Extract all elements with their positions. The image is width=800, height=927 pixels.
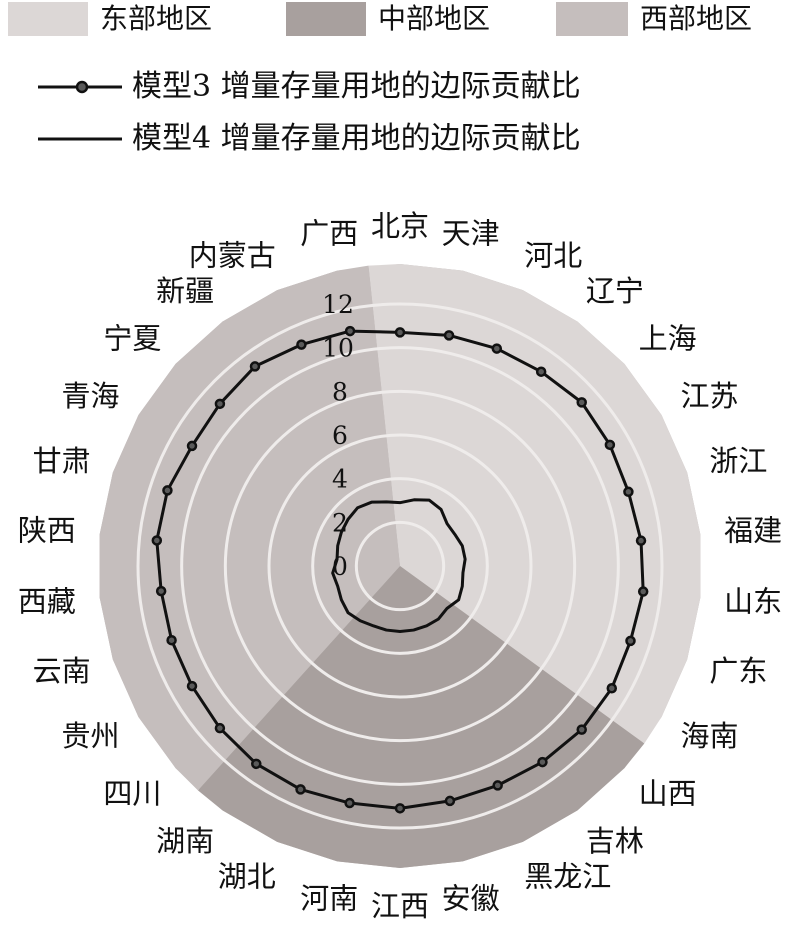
category-label: 安徽 (442, 882, 500, 916)
category-label: 北京 (371, 209, 429, 243)
category-label: 黑龙江 (524, 860, 611, 894)
series-point-model3 (295, 784, 306, 795)
category-label: 云南 (33, 654, 91, 688)
category-label: 上海 (639, 321, 697, 355)
category-label: 青海 (62, 379, 120, 413)
region-legend: 东部地区 中部地区 西部地区 (0, 0, 800, 40)
category-label: 河南 (300, 882, 358, 916)
series-point-model3 (394, 803, 406, 814)
series-point-model3 (344, 797, 355, 809)
series-point-model3 (491, 343, 503, 354)
radial-tick-label: 2 (332, 508, 348, 537)
category-label: 广西 (300, 216, 358, 250)
series-point-model3 (637, 586, 649, 597)
series-point-model3 (251, 758, 262, 770)
radial-tick-label: 8 (332, 377, 348, 406)
series-point-model3 (186, 680, 198, 692)
category-label: 山东 (724, 585, 782, 619)
category-label: 广东 (709, 654, 767, 688)
category-label: 浙江 (709, 444, 767, 478)
radial-gridline (136, 302, 664, 830)
legend-item-model4: 模型4 增量存量用地的边际贡献比 (0, 114, 800, 164)
series-point-model3 (576, 724, 587, 735)
category-label: 宁夏 (103, 321, 161, 355)
series-point-model3 (166, 634, 177, 646)
legend-swatch-east (8, 2, 88, 36)
category-label: 内蒙古 (189, 238, 276, 272)
legend-line-marker-model3 (38, 80, 122, 94)
series-point-model3 (296, 339, 307, 350)
category-label: 湖南 (156, 824, 214, 858)
series-point-model3 (635, 535, 647, 546)
category-label: 新疆 (156, 274, 214, 308)
series-point-model3 (604, 439, 616, 451)
series-point-model3 (444, 795, 456, 807)
legend-swatch-west (556, 2, 628, 36)
series-point-model3 (186, 440, 198, 452)
radial-tick-label: 12 (322, 290, 354, 319)
series-point-model3 (535, 366, 547, 377)
series-point-model3 (214, 398, 226, 410)
series-point-model3 (625, 635, 636, 647)
category-label: 甘肃 (33, 444, 91, 478)
series-point-model3 (606, 683, 618, 694)
series-point-model3 (155, 585, 167, 597)
radial-tick-label: 0 (332, 552, 348, 581)
radial-gridline (311, 477, 489, 655)
category-label: 四川 (103, 777, 161, 811)
category-label: 江苏 (680, 379, 738, 413)
category-label: 海南 (680, 719, 738, 753)
legend-label-model3: 模型3 增量存量用地的边际贡献比 (132, 69, 581, 104)
category-label: 陕西 (18, 513, 76, 547)
series-point-model3 (344, 325, 356, 337)
category-label: 湖北 (218, 860, 276, 894)
series-point-model3 (537, 756, 548, 768)
series-point-model3 (249, 361, 261, 372)
radial-gridline (267, 433, 533, 699)
category-label: 福建 (724, 513, 782, 547)
series-legend: 模型3 增量存量用地的边际贡献比 模型4 增量存量用地的边际贡献比 (0, 62, 800, 172)
region-sector-east (368, 264, 701, 744)
radial-gridline (180, 346, 620, 786)
radial-tick-label: 4 (332, 465, 348, 494)
radial-gridline (223, 389, 577, 743)
category-label: 辽宁 (586, 274, 644, 308)
legend-label-east: 东部地区 (100, 2, 213, 35)
category-label: 贵州 (62, 719, 120, 753)
series-point-model3 (492, 780, 503, 791)
series-line-model4 (331, 498, 467, 633)
legend-swatch-central (286, 2, 366, 36)
series-point-model3 (162, 485, 173, 496)
region-sector-west (99, 265, 400, 791)
series-point-model3 (576, 397, 587, 408)
series-point-model3 (214, 722, 226, 734)
radial-tick-label: 6 (332, 421, 348, 450)
category-label: 天津 (442, 216, 500, 250)
series-point-model3 (623, 486, 634, 498)
legend-line-model4 (38, 137, 122, 141)
category-label: 山西 (639, 777, 697, 811)
category-label: 吉林 (586, 824, 644, 858)
legend-label-central: 中部地区 (378, 2, 491, 35)
legend-item-model3: 模型3 增量存量用地的边际贡献比 (0, 62, 800, 112)
radial-tick-label: 10 (322, 334, 354, 363)
category-label: 江西 (371, 889, 429, 923)
category-label: 河北 (524, 238, 582, 272)
series-point-model3 (443, 330, 455, 341)
radial-gridline (354, 520, 446, 612)
series-point-model3 (151, 535, 163, 546)
series-point-model3 (394, 327, 406, 338)
legend-label-model4: 模型4 增量存量用地的边际贡献比 (132, 121, 581, 156)
legend-label-west: 西部地区 (640, 2, 753, 35)
category-label: 西藏 (18, 585, 76, 619)
